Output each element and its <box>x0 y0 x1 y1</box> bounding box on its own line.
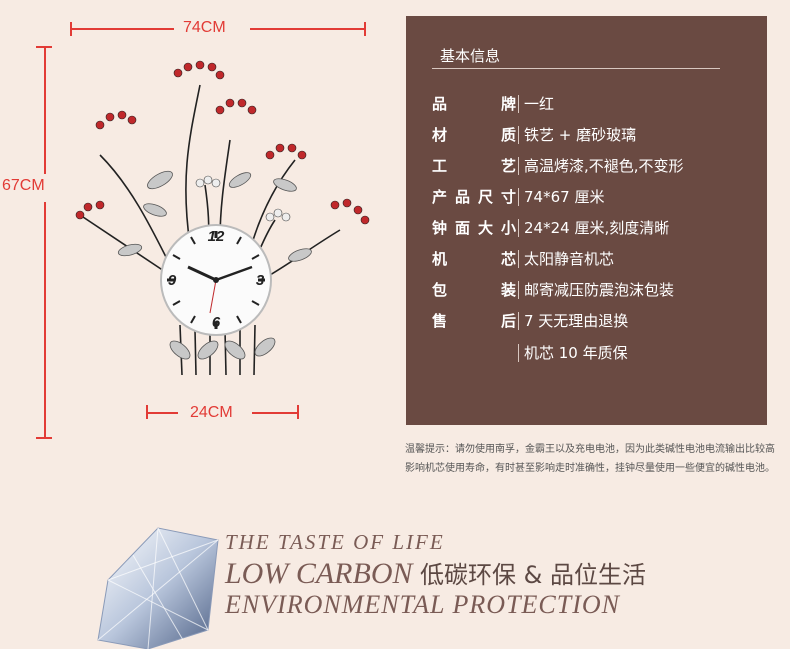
info-value: 邮寄减压防震泡沫包装 <box>524 281 675 299</box>
info-row-size: 产品尺寸 74*67 厘米 <box>406 186 767 210</box>
info-label: 售 后 <box>432 312 516 330</box>
clock-number-6: 6 <box>212 314 221 331</box>
hour-hand <box>187 265 217 282</box>
info-label: 包 装 <box>432 281 516 299</box>
tagline-line-2-en: LOW CARBON <box>225 557 413 590</box>
height-line-bottom <box>44 202 46 438</box>
info-separator <box>518 188 519 206</box>
info-value: 24*24 厘米,刻度清晰 <box>524 219 670 237</box>
tagline-line-3: ENVIRONMENTAL PROTECTION <box>225 590 621 619</box>
width-line-left <box>70 28 174 30</box>
info-value: 铁艺 + 磨砂玻璃 <box>524 126 637 144</box>
info-row-face-size: 钟面大小 24*24 厘米,刻度清晰 <box>406 217 767 241</box>
battery-notice: 温馨提示：请勿使用南孚，金霸王以及充电电池，因为此类碱性电池电流输出比较高影响机… <box>405 444 775 474</box>
info-separator <box>518 95 519 113</box>
info-separator <box>518 157 519 175</box>
info-row-warranty: 机芯 10 年质保 <box>406 342 767 366</box>
panel-title: 基本信息 <box>440 47 501 65</box>
clock-number-3: 3 <box>256 272 265 289</box>
info-row-packaging: 包 装 邮寄减压防震泡沫包装 <box>406 279 767 303</box>
info-separator <box>518 344 519 362</box>
info-separator <box>518 281 519 299</box>
minute-hand <box>215 265 253 282</box>
info-row-after-sales: 售 后 7 天无理由退换 <box>406 310 767 334</box>
second-hand <box>209 279 217 314</box>
info-label: 机 芯 <box>432 250 516 268</box>
info-separator <box>518 250 519 268</box>
info-label: 产品尺寸 <box>432 188 516 206</box>
info-row-craft: 工 艺 高温烤漆,不褪色,不变形 <box>406 155 767 179</box>
diamond-icon <box>97 527 219 649</box>
info-label: 钟面大小 <box>432 219 516 237</box>
info-row-material: 材 质 铁艺 + 磨砂玻璃 <box>406 124 767 148</box>
info-value: 7 天无理由退换 <box>524 312 629 330</box>
info-row-movement: 机 芯 太阳静音机芯 <box>406 248 767 272</box>
info-value: 太阳静音机芯 <box>524 250 615 268</box>
height-tick-bottom <box>36 437 52 439</box>
tagline-line-2: LOW CARBON 低碳环保 & 品位生活 <box>225 555 646 591</box>
face-line-right <box>252 412 298 414</box>
info-row-brand: 品 牌 一红 <box>406 93 767 117</box>
height-label: 67CM <box>2 177 45 194</box>
info-label: 品 牌 <box>432 95 516 113</box>
panel-divider <box>432 68 720 69</box>
height-line-top <box>44 46 46 174</box>
info-label: 材 质 <box>432 126 516 144</box>
clock-number-9: 9 <box>168 272 177 289</box>
info-separator <box>518 312 519 330</box>
width-line-right <box>250 28 364 30</box>
face-line-left <box>146 412 178 414</box>
face-label: 24CM <box>190 404 233 421</box>
info-separator <box>518 219 519 237</box>
info-value: 机芯 10 年质保 <box>524 344 628 362</box>
info-value: 一红 <box>524 95 555 113</box>
flower-clock-illustration: 12 3 6 9 <box>75 60 370 376</box>
tagline-line-2-cn: 低碳环保 & 品位生活 <box>420 561 646 589</box>
width-label: 74CM <box>183 19 226 36</box>
width-tick-right <box>364 22 366 36</box>
info-label: 工 艺 <box>432 157 516 175</box>
info-value: 74*67 厘米 <box>524 188 605 206</box>
tagline-line-1: THE TASTE OF LIFE <box>225 530 445 554</box>
info-panel: 基本信息 品 牌 一红 材 质 铁艺 + 磨砂玻璃 工 艺 高温烤漆,不褪色,不… <box>406 16 767 425</box>
clock-number-12: 12 <box>208 228 225 245</box>
info-value: 高温烤漆,不褪色,不变形 <box>524 157 684 175</box>
face-tick-right <box>297 405 299 419</box>
info-separator <box>518 126 519 144</box>
